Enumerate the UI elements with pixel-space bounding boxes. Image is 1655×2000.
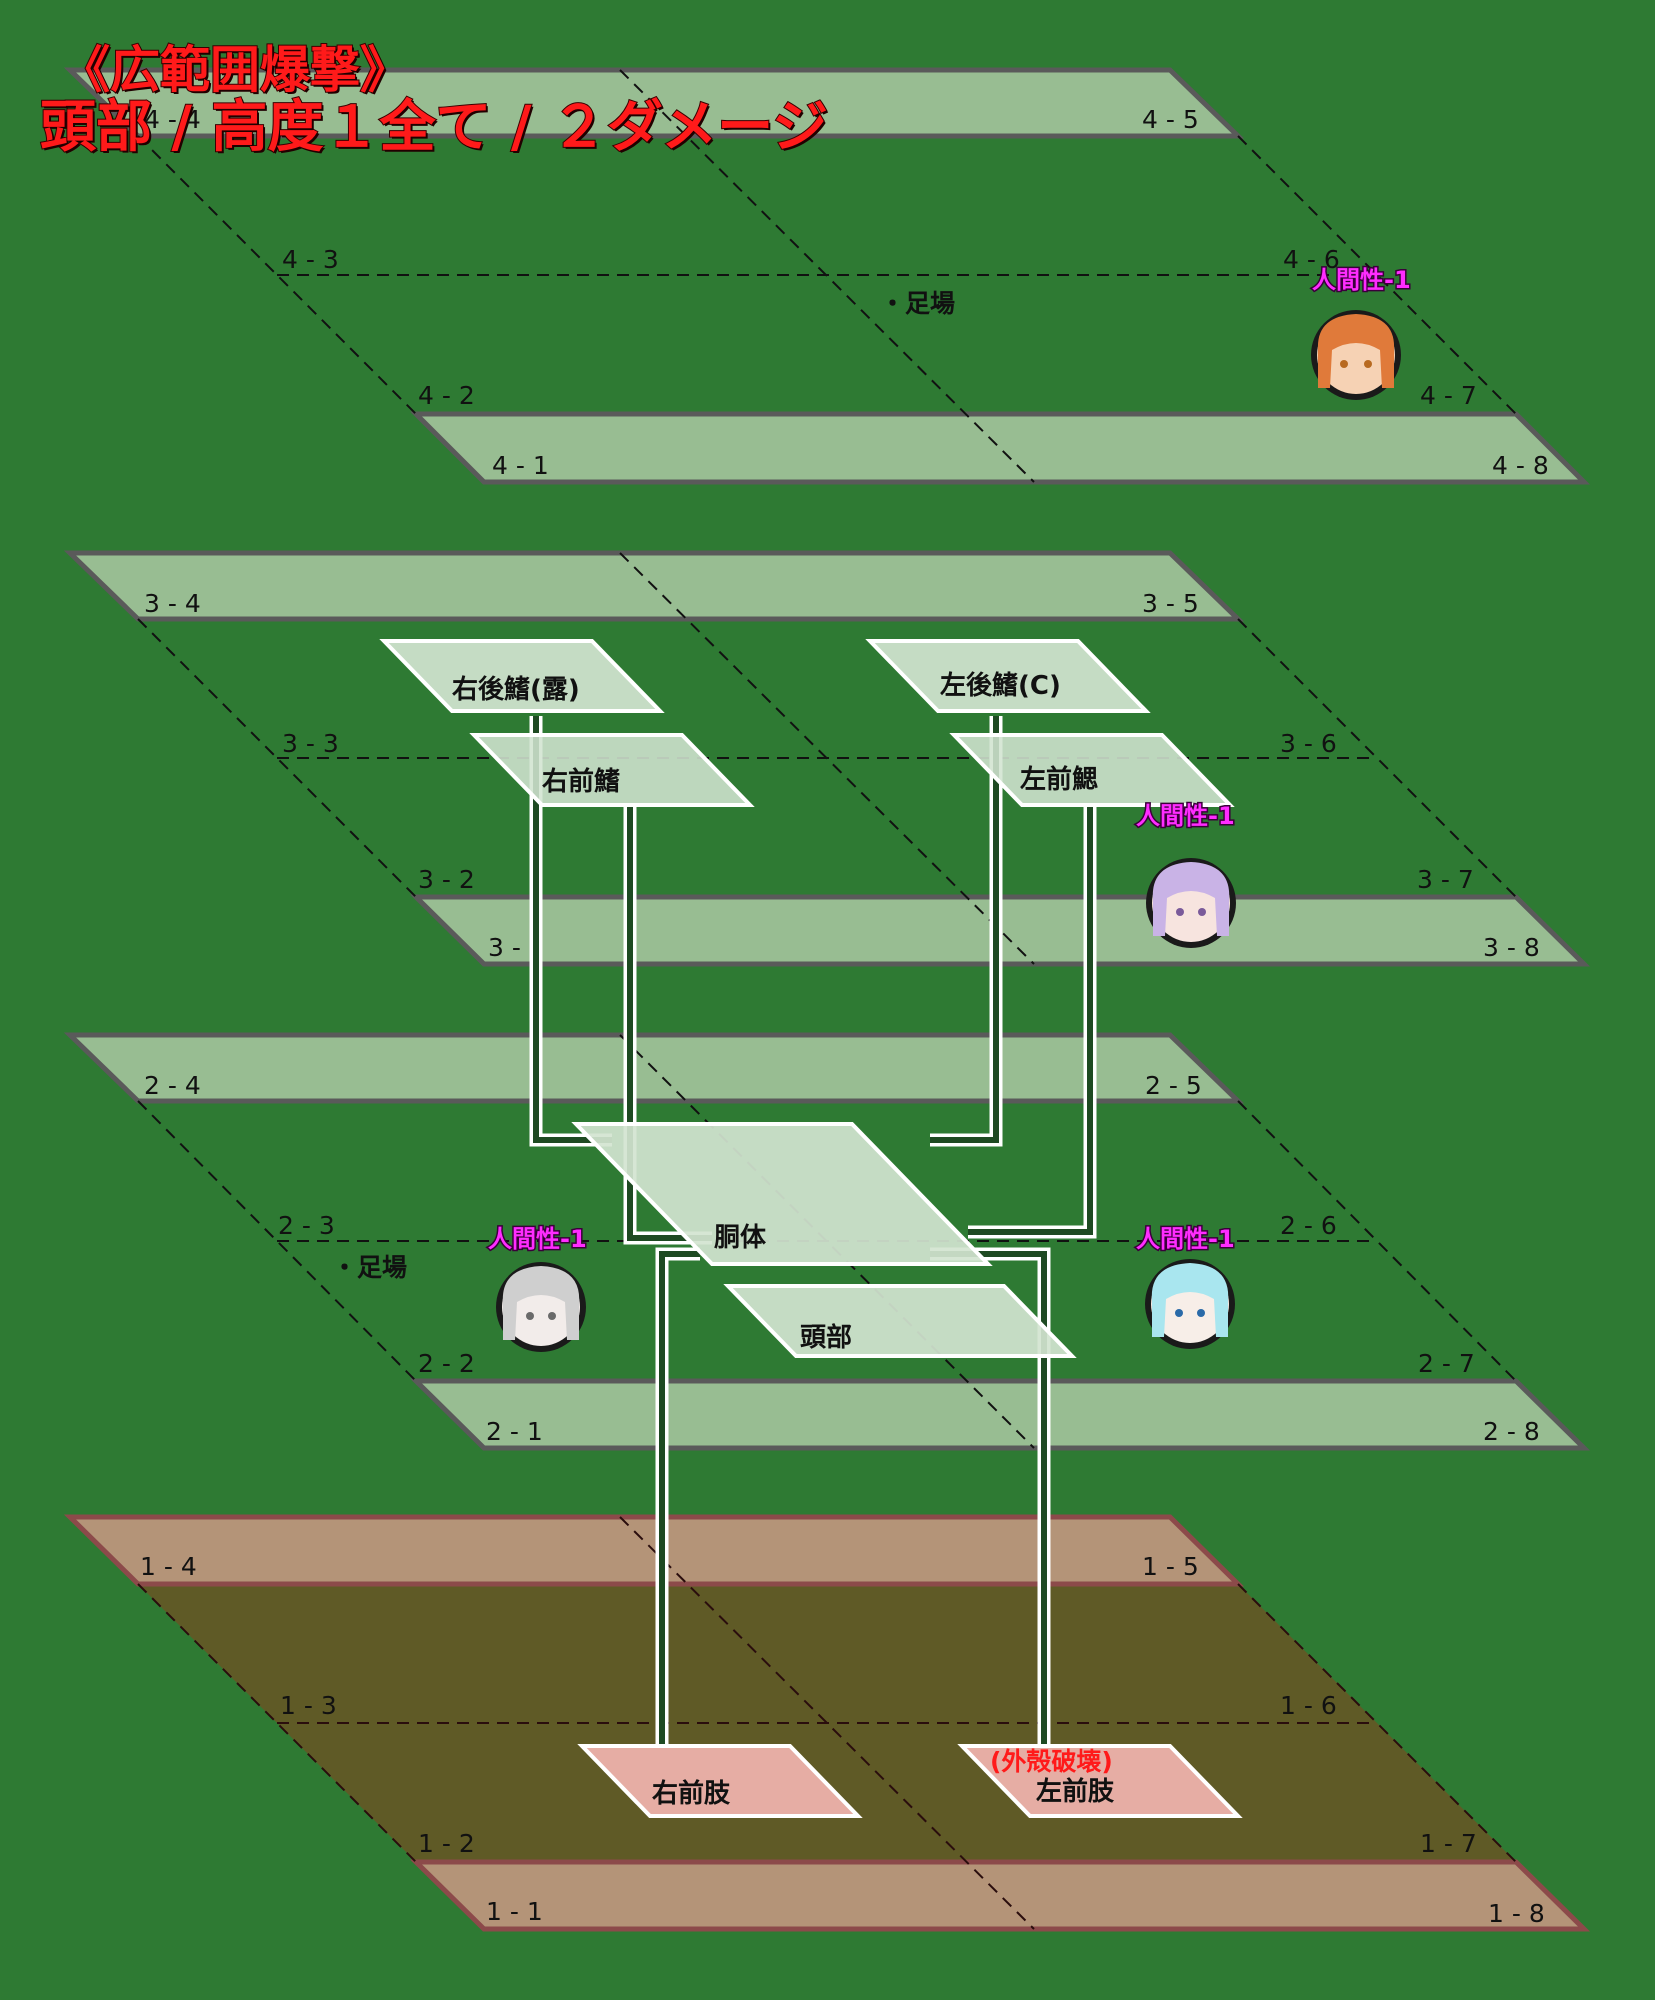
part-right-foreleg[interactable]: 右前肢: [577, 1744, 863, 1818]
cell-label: 4 - 2: [418, 381, 475, 410]
cell-label: 4 - 6: [1283, 245, 1340, 274]
part-label: 頭部: [800, 1323, 852, 1353]
player-label: 人間性-1: [1312, 266, 1411, 294]
dashed-diagonal: [137, 135, 417, 415]
cell-label: 1 - 8: [1488, 1899, 1545, 1928]
part-tile: [577, 1744, 863, 1818]
eye-icon: [548, 1312, 556, 1320]
cell-label: 1 - 7: [1420, 1829, 1477, 1858]
part-right-rear-fin[interactable]: 右後鰭(露): [379, 639, 665, 713]
cell-label: 1 - 6: [1280, 1691, 1337, 1720]
dashed-diagonal: [1237, 1100, 1517, 1382]
level-2: 2 - 1 2 - 2 2 - 3 2 - 4 2 - 5 2 - 6 2 - …: [63, 1032, 1591, 1451]
eye-icon: [1175, 1309, 1183, 1317]
part-left-foreleg[interactable]: (外殻破壊) 左前肢: [957, 1744, 1243, 1818]
cell-label: 4 - 7: [1420, 381, 1477, 410]
cell-label: 3 - 2: [418, 865, 475, 894]
cell-label: 2 - 7: [1418, 1349, 1475, 1378]
attack-description: 頭部 / 高度１全て / ２ダメージ: [39, 94, 829, 161]
cell-label: 4 - 8: [1492, 451, 1549, 480]
cell-label: 1 - 1: [486, 1897, 543, 1926]
cell-label: 4 - 4: [144, 105, 201, 134]
part-tile: [723, 1284, 1077, 1358]
hair-shape: [1151, 1263, 1229, 1337]
part-label: 胴体: [713, 1223, 767, 1253]
eye-icon: [1364, 360, 1372, 368]
cell-label: 1 - 2: [418, 1829, 475, 1858]
part-label: 左前鰓: [1020, 764, 1098, 795]
part-status-label: (外殻破壊): [990, 1747, 1113, 1776]
cell-label: 4 - 3: [282, 245, 339, 274]
cell-label: 2 - 2: [418, 1349, 475, 1378]
cell-label: 2 - 1: [486, 1417, 543, 1446]
cell-label: 3 - 7: [1417, 865, 1474, 894]
cell-label: 2 - 4: [144, 1071, 201, 1100]
player-token-orange[interactable]: 人間性-1: [1311, 265, 1412, 400]
cell-label: 2 - 5: [1145, 1071, 1202, 1100]
hair-shape: [1152, 862, 1230, 936]
dashed-diagonal: [619, 1034, 1035, 1449]
cell-label: 3 - 5: [1142, 589, 1199, 618]
cell-label: 3 - 6: [1280, 729, 1337, 758]
dashed-diagonal: [1237, 618, 1517, 898]
scaffold-label: ・足場: [880, 289, 955, 318]
eye-icon: [526, 1312, 534, 1320]
dashed-diagonal: [619, 69, 1035, 483]
player-token-purple[interactable]: 人間性-1: [1135, 801, 1236, 948]
dashed-diagonal: [1237, 1583, 1517, 1863]
player-label: 人間性-1: [488, 1225, 587, 1253]
cell-label: 4 - 1: [492, 451, 549, 480]
player-token-silver[interactable]: 人間性-1: [487, 1224, 588, 1352]
dashed-diagonal: [137, 618, 417, 898]
cell-label: 4 - 5: [1142, 105, 1199, 134]
cell-label: 2 - 3: [278, 1211, 335, 1240]
cell-label: 3 - 4: [144, 589, 201, 618]
part-head[interactable]: 頭部: [723, 1284, 1077, 1358]
level-3: 3 - 1 3 - 2 3 - 3 3 - 4 3 - 5 3 - 6 3 - …: [63, 550, 1591, 967]
cell-label: 3 - 3: [282, 729, 339, 758]
hair-shape: [502, 1266, 580, 1340]
dashed-diagonal: [619, 1516, 1035, 1930]
part-right-front-fin[interactable]: 右前鰭: [469, 733, 755, 807]
attack-name: 《広範囲爆撃》: [59, 40, 411, 100]
dashed-diagonal: [1237, 135, 1517, 415]
eye-icon: [1198, 908, 1206, 916]
band-front: [409, 1859, 1591, 1932]
cell-label: 1 - 3: [280, 1691, 337, 1720]
part-label: 右前鰭: [542, 766, 620, 797]
part-label: 右前肢: [652, 1778, 731, 1809]
part-left-front-fin[interactable]: 左前鰓: [949, 733, 1235, 807]
part-label: 左後鰭(C): [940, 670, 1061, 701]
body-connectors: [529, 716, 1097, 1745]
part-tile: [571, 1122, 993, 1266]
part-label: 左前肢: [1036, 1776, 1115, 1807]
cell-label: 1 - 4: [140, 1552, 197, 1581]
dashed-diagonal: [137, 1100, 417, 1382]
scaffold-label: ・足場: [332, 1253, 407, 1282]
part-left-rear-fin[interactable]: 左後鰭(C): [865, 639, 1151, 713]
part-tile: [865, 639, 1151, 713]
part-tile: [379, 639, 665, 713]
part-tile: [949, 733, 1235, 807]
cell-label: 1 - 5: [1142, 1552, 1199, 1581]
band-front: [409, 1378, 1591, 1451]
player-token-cyan[interactable]: 人間性-1: [1135, 1224, 1236, 1349]
part-label: 右後鰭(露): [452, 674, 580, 705]
dashed-diagonal: [137, 1583, 417, 1863]
level-4: 4 - 1 4 - 2 4 - 3 4 - 4 4 - 5 4 - 6 4 - …: [63, 67, 1591, 485]
cell-label: 3 - 8: [1483, 933, 1540, 962]
player-label: 人間性-1: [1136, 802, 1235, 830]
part-torso[interactable]: 胴体: [571, 1122, 993, 1266]
player-label: 人間性-1: [1136, 1225, 1235, 1253]
hair-shape: [1317, 314, 1395, 388]
eye-icon: [1340, 360, 1348, 368]
cell-label: 2 - 8: [1483, 1417, 1540, 1446]
part-tile: [469, 733, 755, 807]
cell-label: 2 - 6: [1280, 1211, 1337, 1240]
eye-icon: [1197, 1309, 1205, 1317]
eye-icon: [1176, 908, 1184, 916]
band-front: [409, 411, 1591, 485]
part-tile: [957, 1744, 1243, 1818]
